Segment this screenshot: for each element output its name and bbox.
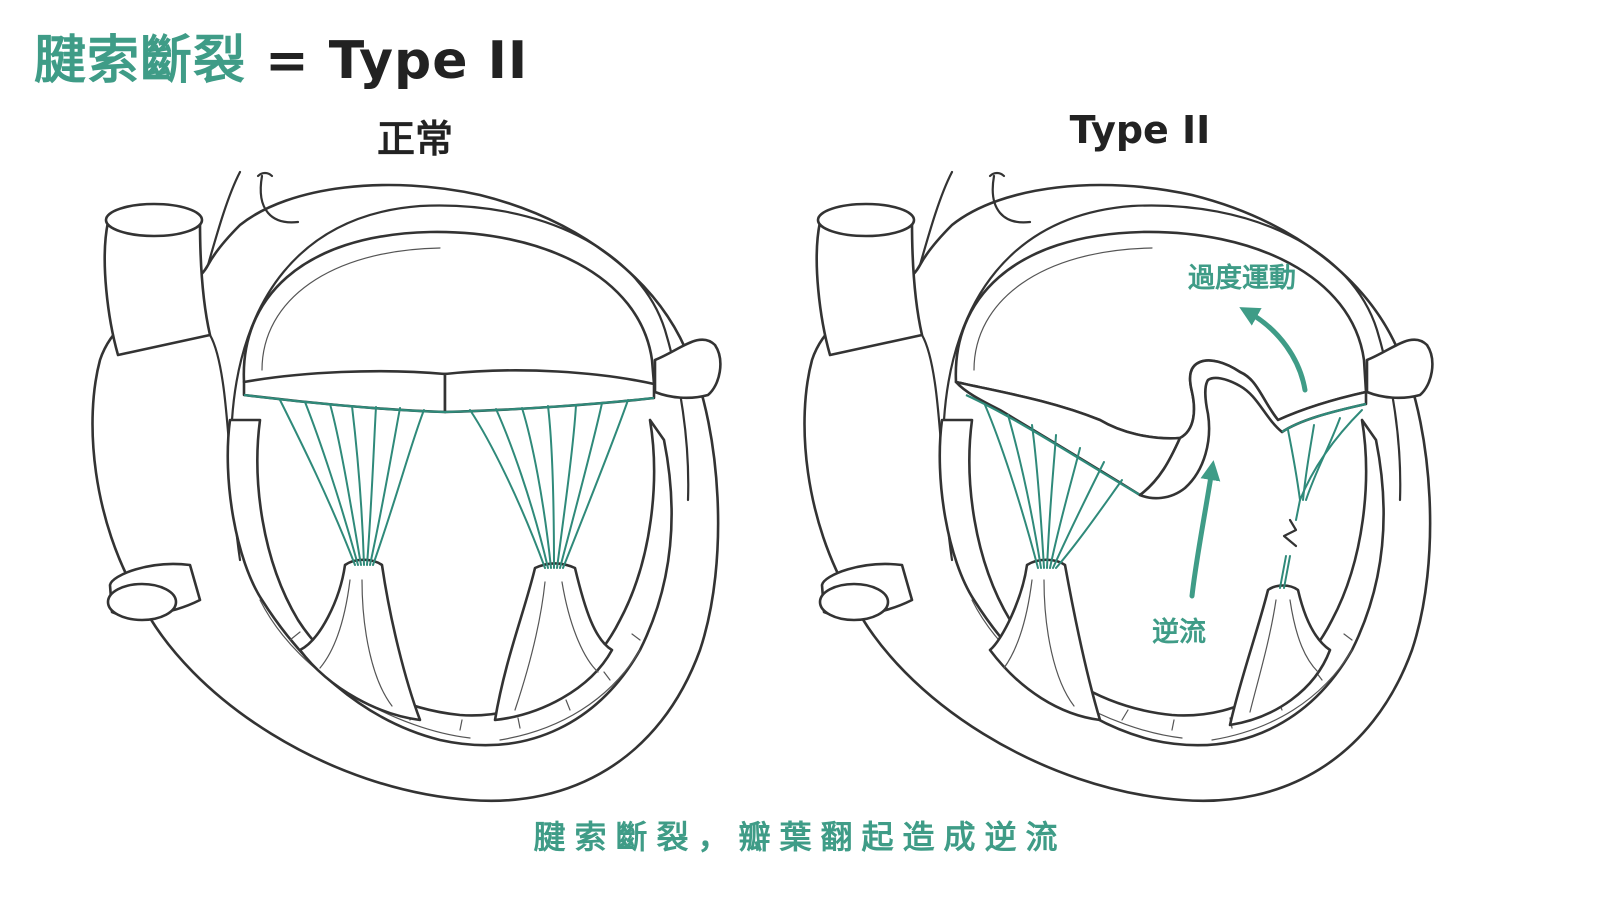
- type2-inferior-vessel-opening: [820, 584, 888, 620]
- regurgitation-label: 逆流: [1152, 610, 1206, 649]
- normal-inferior-vessel-opening: [108, 584, 176, 620]
- type2-vena-cava: [817, 222, 922, 355]
- normal-vena-cava: [105, 222, 210, 355]
- caption: 腱索斷裂，瓣葉翻起造成逆流: [0, 812, 1600, 858]
- normal-vena-cava-opening: [106, 204, 202, 236]
- excess-motion-label: 過度運動: [1188, 256, 1296, 295]
- type2-heart: [805, 172, 1433, 801]
- type2-vena-cava-opening: [818, 204, 914, 236]
- normal-heart: [93, 172, 721, 801]
